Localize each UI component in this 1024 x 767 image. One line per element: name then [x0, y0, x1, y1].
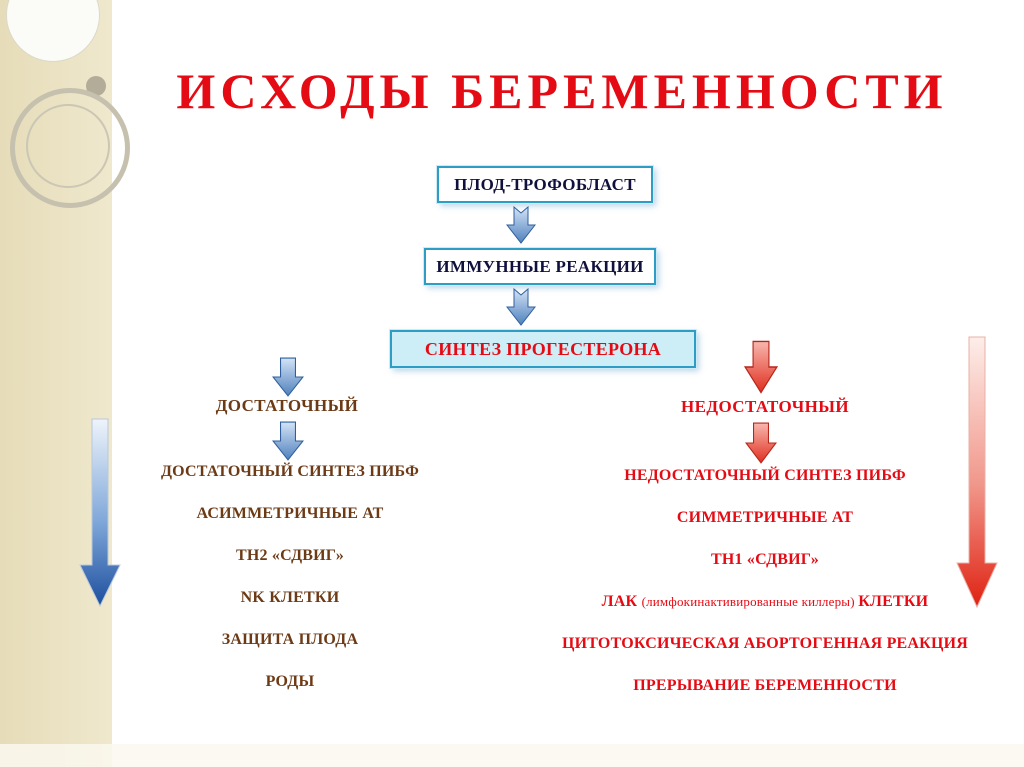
right-branch-arrow-icon — [745, 422, 777, 464]
list-item-lak: ЛАК (лимфокинактивированные киллеры) КЛЕ… — [550, 592, 980, 612]
list-item: TH2 «СДВИГ» — [236, 547, 344, 564]
right-gradient-arrow-icon — [956, 336, 998, 609]
down-arrow-icon — [506, 206, 536, 244]
decor-ring-outer-icon — [10, 88, 130, 208]
down-arrow-icon — [506, 288, 536, 326]
lak-note: (лимфокинактивированные киллеры) — [641, 594, 859, 609]
list-item: АСИММЕТРИЧНЫЕ АТ — [196, 505, 384, 522]
lak-prefix: ЛАК — [601, 593, 642, 610]
list-item: ЦИТОТОКСИЧЕСКАЯ АБОРТОГЕННАЯ РЕАКЦИЯ — [561, 635, 969, 652]
insufficient-items-list: НЕДОСТАТОЧНЫЙ СИНТЕЗ ПИБФ СИММЕТРИЧНЫЕ А… — [550, 466, 980, 718]
list-item: ДОСТАТОЧНЫЙ СИНТЕЗ ПИБФ — [160, 463, 420, 480]
flow-node-progesterone-synthesis: СИНТЕЗ ПРОГЕСТЕРОНА — [390, 330, 696, 368]
flow-node-label: ИММУННЫЕ РЕАКЦИИ — [436, 256, 644, 276]
lak-suffix: КЛЕТКИ — [858, 593, 929, 610]
decor-ring-inner-icon — [26, 104, 110, 188]
sufficient-items-list: ДОСТАТОЧНЫЙ СИНТЕЗ ПИБФ АСИММЕТРИЧНЫЕ АТ… — [130, 462, 450, 714]
list-item: NK КЛЕТКИ — [240, 589, 340, 606]
flow-node-label: ПЛОД-ТРОФОБЛАСТ — [454, 174, 636, 194]
list-item: ПРЕРЫВАНИЕ БЕРЕМЕННОСТИ — [633, 677, 897, 694]
list-item: РОДЫ — [265, 673, 315, 690]
flow-node-label: СИНТЕЗ ПРОГЕСТЕРОНА — [424, 338, 662, 359]
slide-title: ИСХОДЫ БЕРЕМЕННОСТИ — [176, 63, 948, 119]
left-branch-arrow-icon — [272, 421, 304, 461]
flow-node-immune-reactions: ИММУННЫЕ РЕАКЦИИ — [424, 248, 656, 285]
flow-node-fetus-trophoblast: ПЛОД-ТРОФОБЛАСТ — [437, 166, 653, 203]
list-item: СИММЕТРИЧНЫЕ АТ — [676, 509, 854, 526]
right-branch-arrow-icon — [744, 340, 778, 394]
list-item: TH1 «СДВИГ» — [711, 551, 819, 568]
list-item: ЗАЩИТА ПЛОДА — [221, 631, 359, 648]
left-branch-arrow-icon — [272, 357, 304, 397]
list-item: НЕДОСТАТОЧНЫЙ СИНТЕЗ ПИБФ — [624, 467, 906, 484]
left-gradient-arrow-icon — [79, 418, 121, 608]
sufficient-branch-label: ДОСТАТОЧНЫЙ — [215, 396, 359, 415]
bottom-strip — [0, 744, 1024, 767]
insufficient-branch-label: НЕДОСТАТОЧНЫЙ — [681, 397, 849, 416]
